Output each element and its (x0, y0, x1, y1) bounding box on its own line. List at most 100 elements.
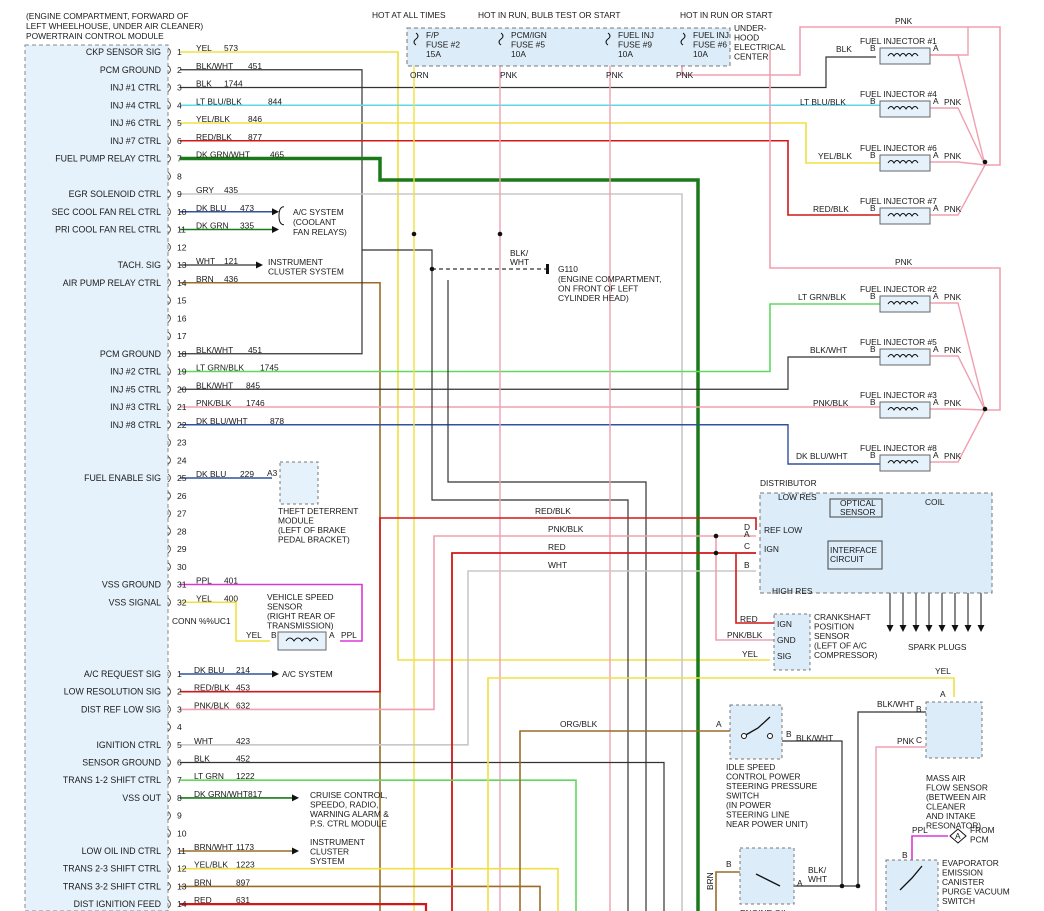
low-oil-label: SYSTEM (310, 856, 344, 866)
wire-color-label: DK BLU (196, 469, 226, 479)
splice-dot (855, 883, 861, 889)
idle-wire-b: BLK/WHT (796, 733, 833, 743)
wire-inj5 (180, 356, 880, 390)
ac-relay-label: FAN RELAYS) (293, 227, 347, 237)
pin-number: 6 (177, 758, 182, 768)
coil-label: COIL (925, 497, 945, 507)
pin-number: 25 (177, 473, 187, 483)
pin-terminal (167, 705, 171, 714)
maf-label: CLEANER (926, 802, 966, 812)
wire-inj1-pnk (930, 27, 969, 56)
wire-color-label: RED/BLK (196, 132, 232, 142)
pin-terminal (167, 775, 171, 785)
wire-ckp (180, 51, 770, 661)
high-res-label: HIGH RES (772, 586, 813, 596)
pin-function-label: AIR PUMP RELAY CTRL (63, 278, 161, 288)
injector-wire-b: YEL/BLK (818, 151, 852, 161)
pin-terminal (167, 313, 171, 323)
pin-number: 9 (177, 189, 182, 199)
pin-function-label: INJ #1 CTRL (110, 83, 161, 93)
dist-wire-label: RED (548, 542, 566, 552)
ac-relay-label: A/C SYSTEM (293, 207, 344, 217)
pin-number: 1 (177, 669, 182, 679)
injector-coil-icon (887, 354, 919, 358)
wire-maf-yel (487, 677, 955, 911)
pin-number: 2 (177, 687, 182, 697)
pin-number: 22 (177, 420, 187, 430)
pin-function-label: TRANS 3-2 SHIFT CTRL (63, 881, 161, 891)
low-oil-label: INSTRUMENT (310, 837, 365, 847)
wire-color-label: RED (194, 895, 212, 905)
idle-pin-b: B (786, 729, 792, 739)
fuel-injector-label: FUEL INJECTOR #5 (860, 337, 937, 347)
wire-ground-branch-2 (447, 280, 647, 911)
ref-low-label: REF LOW (764, 525, 802, 535)
pin-number: 15 (177, 296, 187, 306)
wire-inj1 (180, 56, 876, 89)
fuel-injector-label: FUEL INJECTOR #7 (860, 196, 937, 206)
coil-icon (285, 637, 319, 642)
wire-ref-low (180, 535, 756, 711)
crank-pin: SIG (777, 651, 791, 661)
distributor-pin: A (744, 529, 750, 539)
fuse-label: F/P (426, 30, 439, 40)
pin-function-label: TRANS 2-3 SHIFT CTRL (63, 864, 161, 874)
pnk-mid-label: PNK (895, 257, 913, 267)
fuel-injector-label: FUEL INJECTOR #6 (860, 143, 937, 153)
theft-desc: (LEFT OF BRAKE (278, 525, 346, 535)
maf-label: AND INTAKE (926, 811, 976, 821)
wire-color-label: RED/BLK (194, 683, 230, 693)
spark-plug-icon (964, 625, 972, 632)
wire-color-label: DK GRN/WHT (196, 150, 250, 160)
pin-number: 8 (177, 171, 182, 181)
circuit-number: 878 (270, 416, 284, 426)
oil-switch-box (739, 847, 795, 905)
evap-pin-a: A (955, 831, 961, 841)
vss-out-label: SPEEDO, RADIO, (310, 799, 378, 809)
dist-wire-label: WHT (548, 560, 567, 570)
crank-wire: YEL (742, 649, 758, 659)
injector-wire-b: BLK (836, 44, 852, 54)
switch-contact (741, 733, 747, 739)
pnk-top-label: PNK (895, 16, 913, 26)
pin-terminal (167, 882, 171, 891)
wire-color-label: PNK/BLK (194, 700, 230, 710)
wire-color-label: DK GRN (196, 221, 229, 231)
fuse-wire-label: PNK (606, 70, 624, 80)
spark-plug-icon (951, 625, 959, 632)
circuit-number: 214 (236, 665, 250, 675)
evap-label: CANISTER (942, 877, 984, 887)
circuit-number: 401 (224, 576, 238, 586)
spark-plug-icon (899, 625, 907, 632)
spark-plug-icon (938, 625, 946, 632)
pin-number: 10 (177, 828, 187, 838)
vss-conn-label: CONN %%UC1 (172, 616, 231, 626)
pcm-header: LEFT WHEELHOUSE, UNDER AIR CLEANER) (26, 21, 203, 31)
crank-wire: RED (740, 614, 758, 624)
crank-label: CRANKSHAFT (814, 612, 871, 622)
pin-function-label: VSS GROUND (102, 580, 161, 590)
pin-terminal (167, 526, 171, 536)
wire-layer (180, 26, 1001, 911)
fuel-injector-box (879, 207, 931, 225)
pin-number: 13 (177, 260, 187, 270)
pin-number: 11 (177, 846, 186, 856)
circuit-number: 1745 (260, 363, 279, 373)
pin-function-label: LOW OIL IND CTRL (82, 846, 161, 856)
pin-function-label: TACH. SIG (118, 260, 161, 270)
injector-coil-icon (887, 53, 919, 57)
maf-label: (BETWEEN AIR (926, 792, 986, 802)
pin-number: 3 (177, 704, 182, 714)
wire-sensor-ground (180, 761, 665, 911)
pin-terminal (167, 154, 171, 163)
pin-function-label: TRANS 1-2 SHIFT CTRL (63, 775, 161, 785)
wire-color-label: PPL (196, 576, 212, 586)
ign-label: IGN (764, 544, 779, 554)
distributor-label: DISTRIBUTOR (760, 478, 817, 488)
pin-number: 27 (177, 509, 187, 519)
pin-terminal (167, 278, 171, 288)
wire-trans-12 (180, 779, 577, 911)
pin-terminal (167, 455, 171, 465)
wire-color-label: WHT (194, 736, 213, 746)
wire-color-label: DK GRN/WHT (194, 789, 248, 799)
